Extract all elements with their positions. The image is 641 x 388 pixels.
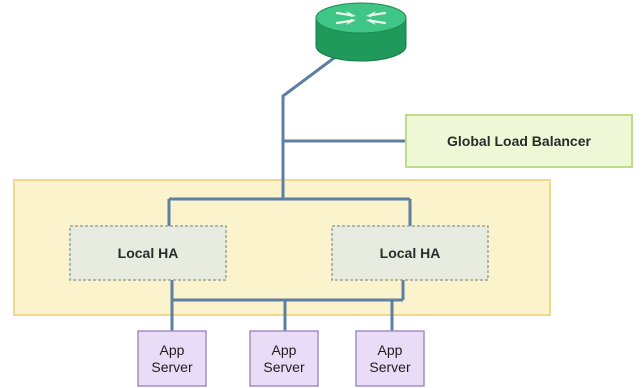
- local-ha-label-left: Local HA: [117, 244, 179, 261]
- app-server-1-line2: Server: [151, 358, 193, 375]
- local-ha-box-left: [69, 225, 227, 281]
- local-ha-box-right: [331, 225, 489, 281]
- network-links: [167, 53, 412, 331]
- app-server-3-line2: Server: [369, 358, 411, 375]
- app-server-box-1: [137, 330, 207, 387]
- app-server-2-line1: App: [271, 341, 297, 358]
- app-server-label-2: App Server: [250, 331, 318, 386]
- global-load-balancer-label: Global Load Balancer: [447, 132, 591, 149]
- app-server-1-line1: App: [159, 341, 185, 358]
- router-icon: [315, 2, 407, 62]
- app-server-2-line2: Server: [263, 358, 305, 375]
- app-server-3-line1: App: [377, 341, 403, 358]
- app-server-box-2: [249, 330, 319, 387]
- app-server-label-3: App Server: [356, 331, 424, 386]
- app-server-box-3: [355, 330, 425, 387]
- link-router-to-trunk: [281, 53, 339, 199]
- app-server-label-1: App Server: [138, 331, 206, 386]
- global-load-balancer-box: [405, 114, 633, 168]
- local-ha-label-right: Local HA: [379, 244, 441, 261]
